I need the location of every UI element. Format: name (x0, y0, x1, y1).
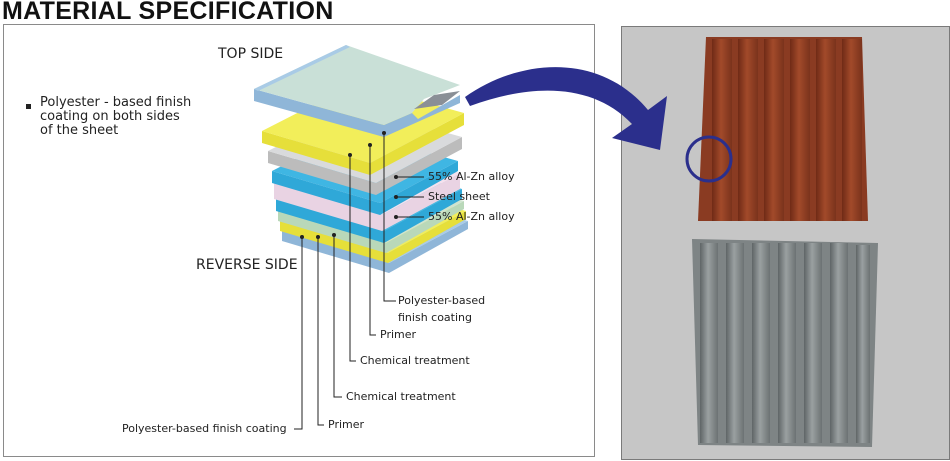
label-primer-top: Primer (380, 328, 417, 341)
layer-diagram-panel: Polyester - based finish coating on both… (3, 24, 595, 457)
label-chemical-bottom: Chemical treatment (346, 390, 456, 403)
label-primer-bottom: Primer (328, 418, 365, 431)
label-polyester-top: Polyester-based finish coating (398, 294, 486, 324)
highlight-circle-icon (685, 135, 733, 183)
leader-lines (294, 133, 424, 430)
leader-dots (300, 131, 398, 239)
label-alzn-bottom: 55% Al-Zn alloy (428, 210, 515, 223)
grey-roof-sheet (692, 239, 878, 447)
label-steel-sheet: Steel sheet (428, 190, 490, 203)
label-chemical-top: Chemical treatment (360, 354, 470, 367)
bullet-note: Polyester - based finish coating on both… (26, 96, 216, 138)
label-polyester-bottom: Polyester-based finish coating (122, 422, 287, 435)
layer-top-finish (254, 45, 460, 137)
layer-stack-drawing (254, 45, 468, 430)
reverse-side-label: REVERSE SIDE (196, 257, 298, 273)
page-title: MATERIAL SPECIFICATION (2, 0, 334, 25)
sheet-photo-panel (621, 26, 950, 460)
label-alzn-top: 55% Al-Zn alloy (428, 170, 515, 183)
top-side-label: TOP SIDE (218, 46, 284, 62)
bullet-icon (26, 104, 31, 109)
sheet-photos (685, 37, 878, 447)
bullet-text: Polyester - based finish coating on both… (40, 95, 192, 138)
red-roof-sheet (698, 37, 868, 221)
